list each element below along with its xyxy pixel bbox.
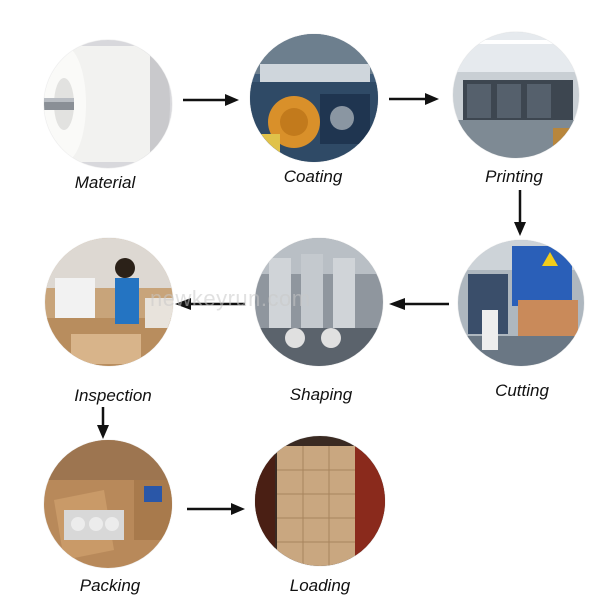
right-arrow-icon: [183, 94, 239, 106]
coating-photo: [250, 34, 378, 162]
coating-label: Coating: [283, 167, 343, 186]
cutting-label: Cutting: [495, 381, 549, 400]
down-arrow-icon: [514, 190, 526, 236]
inspection-label: Inspection: [74, 386, 152, 405]
packing-photo: [44, 440, 172, 568]
shaping-photo: [255, 238, 383, 366]
loading-photo: [255, 436, 385, 566]
printing-label: Printing: [485, 167, 543, 186]
printing-photo: [453, 32, 579, 158]
down-arrow-icon: [97, 407, 109, 439]
material-label: Material: [74, 173, 136, 192]
inspection-photo: [45, 238, 173, 366]
left-arrow-icon: [175, 298, 245, 310]
packing-label: Packing: [79, 576, 141, 595]
right-arrow-icon: [389, 93, 439, 105]
material-photo: [44, 40, 172, 168]
shaping-label: Shaping: [289, 385, 353, 404]
right-arrow-icon: [187, 503, 245, 515]
loading-label: Loading: [289, 576, 351, 595]
left-arrow-icon: [389, 298, 449, 310]
cutting-photo: [458, 240, 584, 366]
